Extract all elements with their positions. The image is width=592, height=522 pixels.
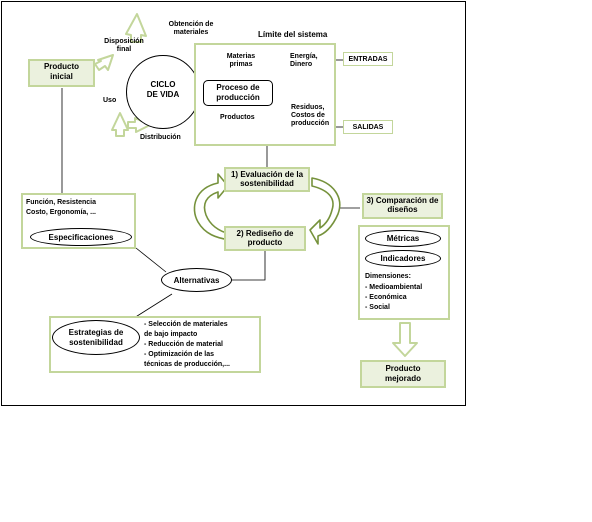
estrategias-ellipse: Estrategias de sostenibilidad	[52, 320, 140, 355]
dimension-item-3: - Social	[365, 304, 390, 311]
proceso-produccion-label-2: producción	[216, 93, 260, 102]
line-specs-alternativas	[135, 247, 167, 273]
ciclo-de-vida-label-2: DE VIDA	[146, 90, 180, 99]
alternativas-ellipse: Alternativas	[161, 268, 232, 292]
ciclo-de-vida-label-1: CICLO	[150, 80, 176, 89]
producto-mejorado-label-1: Producto	[385, 364, 421, 373]
materias-primas-label: Materias primas	[226, 53, 256, 68]
evaluacion-box	[224, 167, 310, 192]
producto-inicial-box	[28, 59, 95, 87]
specs-items-line-1: Función, Resistencia	[26, 199, 97, 206]
producto-mejorado-box	[360, 360, 446, 388]
diagram-frame	[1, 1, 466, 406]
residuos-label: Residuos, Costos de producción	[291, 104, 330, 127]
specs-items-line-2: Costo, Ergonomía, ...	[26, 209, 97, 216]
line-alternativas-estrategias	[133, 293, 173, 319]
arrow-to-producto-mejorado	[392, 322, 418, 357]
curved-arrow-right	[309, 177, 341, 245]
salidas-label: SALIDAS	[352, 124, 384, 131]
stage-disposicion-label: Disposición final	[104, 38, 144, 53]
estrategia-item-4: - Optimización de las	[144, 351, 215, 358]
stage-obtencion-label: Obtención de materiales	[168, 21, 214, 36]
comparacion-label: 3) Comparación de diseños	[366, 196, 439, 214]
arrow-disposicion	[94, 54, 114, 71]
stage-uso-label: Uso	[103, 97, 117, 104]
energia-dinero-label: Energía, Dinero	[290, 53, 318, 68]
estrategia-item-5: técnicas de producción,...	[144, 361, 230, 368]
comparacion-box	[362, 193, 443, 219]
estrategia-item-3: - Reducción de material	[144, 341, 223, 348]
system-limit-label: Límite del sistema	[258, 30, 328, 39]
proceso-produccion-box	[203, 80, 273, 106]
arrow-distribucion	[127, 117, 151, 133]
arrow-uso	[111, 112, 129, 137]
producto-mejorado-label-2: mejorado	[384, 374, 421, 383]
dimension-item-2: - Económica	[365, 294, 407, 301]
line-alternativas-rediseno	[232, 250, 266, 281]
ciclo-de-vida-circle	[126, 55, 200, 129]
proceso-produccion-label-1: Proceso de	[216, 83, 260, 92]
salidas-box	[343, 120, 393, 134]
especificaciones-ellipse: Especificaciones	[30, 228, 132, 246]
dimensiones-title: Dimensiones:	[365, 273, 411, 280]
rediseno-label: 2) Rediseño de producto	[236, 229, 294, 247]
rediseno-box	[224, 226, 306, 251]
evaluacion-label: 1) Evaluación de la sostenibilidad	[230, 170, 304, 188]
productos-label: Productos	[220, 114, 255, 121]
producto-inicial-label-1: Producto	[43, 62, 80, 71]
entradas-label: ENTRADAS	[348, 56, 388, 63]
estrategia-item-2: de bajo impacto	[144, 331, 198, 338]
estrategia-item-1: - Selección de materiales	[144, 321, 228, 328]
arrow-obtencion	[125, 13, 147, 43]
indicadores-ellipse: Indicadores	[365, 250, 441, 267]
entradas-box	[343, 52, 393, 66]
producto-inicial-label-2: inicial	[50, 72, 73, 81]
metricas-ellipse: Métricas	[365, 230, 441, 247]
dimension-item-1: - Medioambiental	[365, 284, 423, 291]
stage-distribucion-label: Distribución	[140, 134, 181, 141]
